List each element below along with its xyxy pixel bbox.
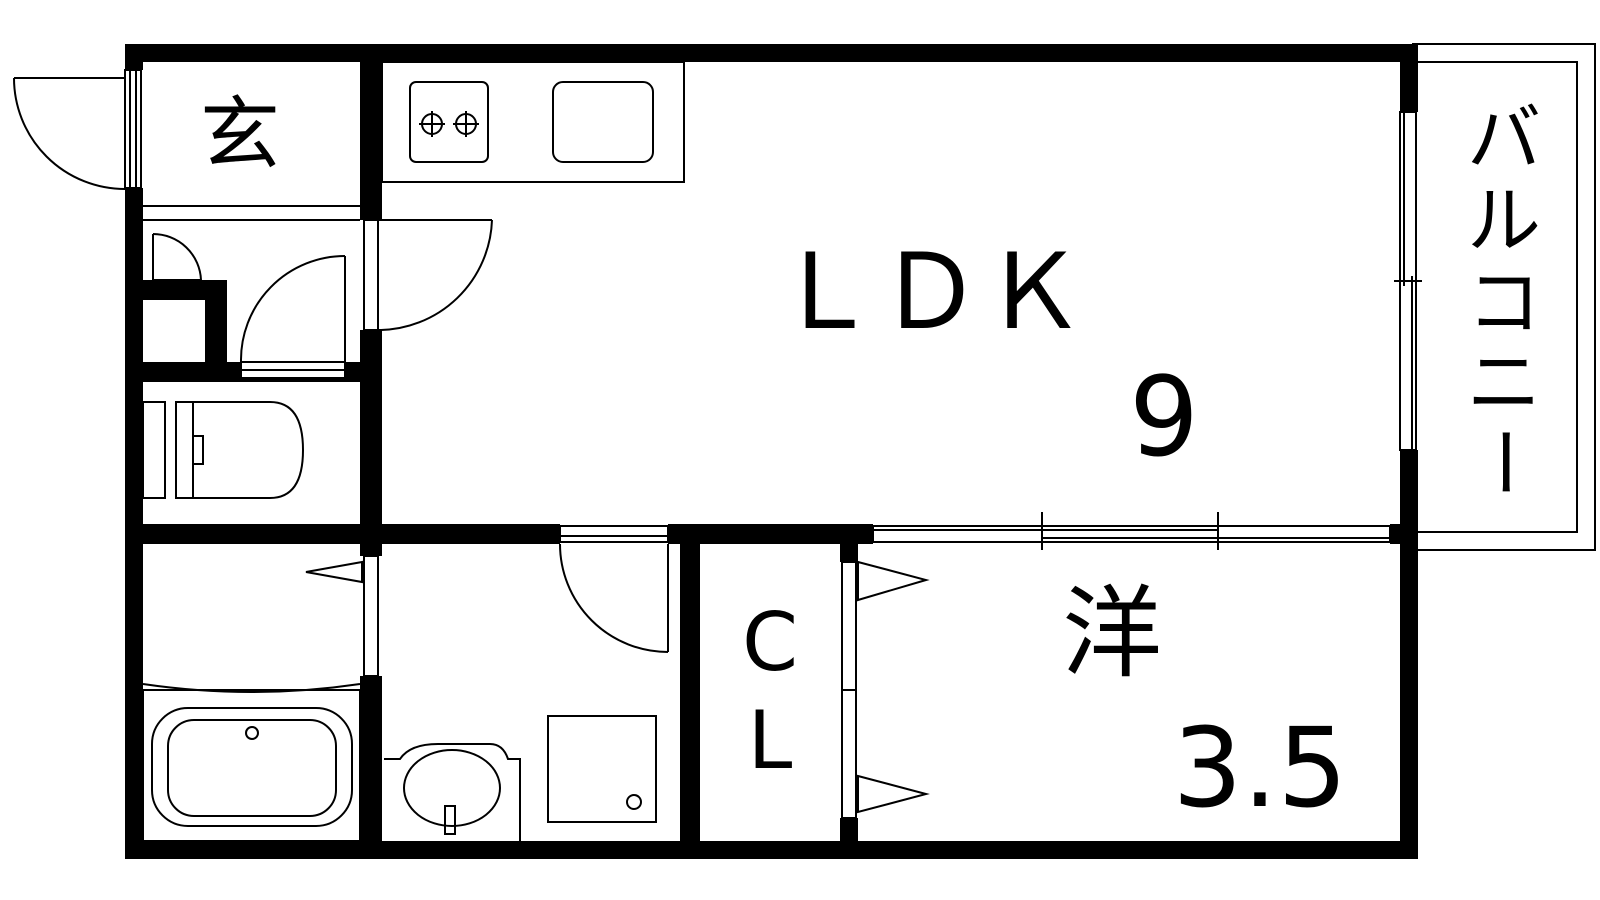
sink	[552, 81, 654, 163]
ldk-size: 9	[1129, 353, 1199, 481]
washing-machine	[547, 715, 657, 823]
closet-doors	[841, 560, 930, 819]
storage-door	[152, 232, 202, 281]
wash-basin	[384, 743, 521, 841]
toilet	[142, 401, 305, 499]
washroom-door	[559, 525, 669, 653]
balcony-label-char: ル	[1467, 178, 1541, 264]
closet-label-l: L	[748, 694, 793, 787]
ldk-label: ＬＤＫ	[774, 231, 1086, 353]
western-room-label: 洋	[1062, 575, 1162, 692]
wall-right-upper	[1400, 44, 1418, 112]
toilet-door	[239, 255, 346, 379]
wall-right-lower	[1400, 450, 1418, 859]
kitchen-counter	[381, 61, 685, 183]
stove	[409, 81, 489, 163]
balcony-label-char: コ	[1467, 260, 1541, 346]
interior-walls	[125, 44, 1418, 859]
stove-burners	[419, 111, 479, 137]
wall-left-upper	[125, 44, 143, 70]
wall-bottom	[125, 841, 1418, 859]
ldk-door	[363, 219, 493, 331]
bathtub	[142, 683, 361, 842]
entrance-door	[13, 69, 142, 190]
entrance-label: 玄	[200, 88, 280, 181]
balcony-window	[1394, 111, 1422, 451]
sliding-doors	[872, 512, 1391, 550]
balcony-label-char: ニ	[1467, 340, 1541, 426]
wall-left-lower	[125, 188, 143, 859]
balcony-label: バ ル コ ニ ー	[1460, 96, 1546, 499]
balcony-label-char: ー	[1460, 425, 1546, 499]
western-room-size: 3.5	[1173, 704, 1348, 832]
bath-door	[305, 555, 379, 677]
entrance-step	[143, 205, 360, 221]
balcony-label-char: バ	[1467, 96, 1541, 182]
closet-label-c: C	[742, 596, 798, 689]
wall-top	[125, 44, 1418, 62]
outer-walls	[125, 44, 1418, 859]
